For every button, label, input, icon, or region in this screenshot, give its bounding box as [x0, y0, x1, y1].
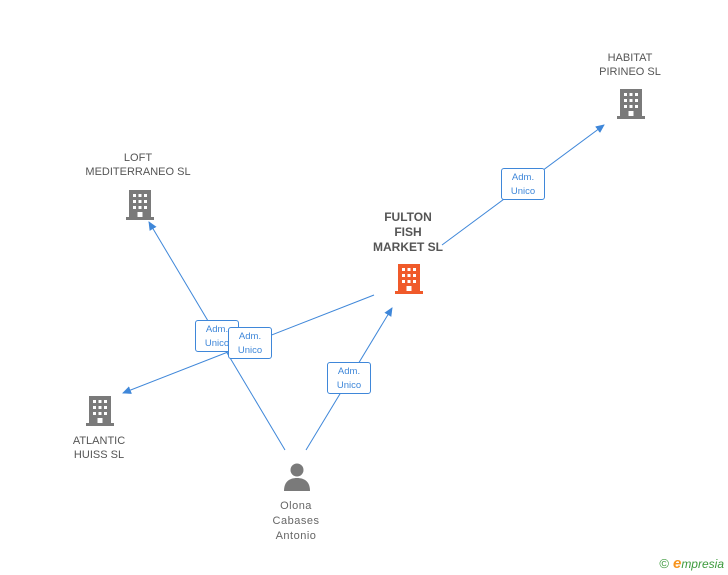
node-label-atlantic[interactable]: ATLANTIC HUISS SL: [72, 435, 126, 461]
building-icon-habitat[interactable]: [616, 87, 646, 119]
edge-label-person-fulton: Adm. Unico: [327, 362, 371, 394]
building-icon-loft[interactable]: [126, 190, 154, 220]
node-label-fulton[interactable]: FULTON FISH MARKET SL: [373, 210, 443, 254]
person-icon[interactable]: [284, 463, 310, 492]
logo-text: mpresia: [681, 557, 724, 571]
building-icon-atlantic[interactable]: [86, 396, 114, 426]
empresia-logo[interactable]: ©empresia: [659, 555, 724, 572]
building-icon-fulton[interactable]: [395, 264, 423, 294]
node-label-loft[interactable]: LOFT MEDITERRANEO SL: [85, 152, 191, 178]
logo-initial: e: [672, 555, 682, 572]
node-label-habitat[interactable]: HABITAT PIRINEO SL: [599, 52, 661, 78]
edge-label-fulton-habitat: Adm. Unico: [501, 168, 545, 200]
node-label-person[interactable]: Olona Cabases Antonio: [272, 500, 320, 542]
edge-label-text: Adm. Unico: [510, 172, 536, 197]
edge-label-text: Adm. Unico: [237, 331, 263, 356]
edge-label-text: Adm. Unico: [336, 366, 362, 391]
edge-label-fulton-atlantic: Adm. Unico: [228, 327, 272, 359]
copyright-symbol: ©: [659, 556, 669, 571]
edge-label-text: Adm. Unico: [204, 324, 230, 349]
